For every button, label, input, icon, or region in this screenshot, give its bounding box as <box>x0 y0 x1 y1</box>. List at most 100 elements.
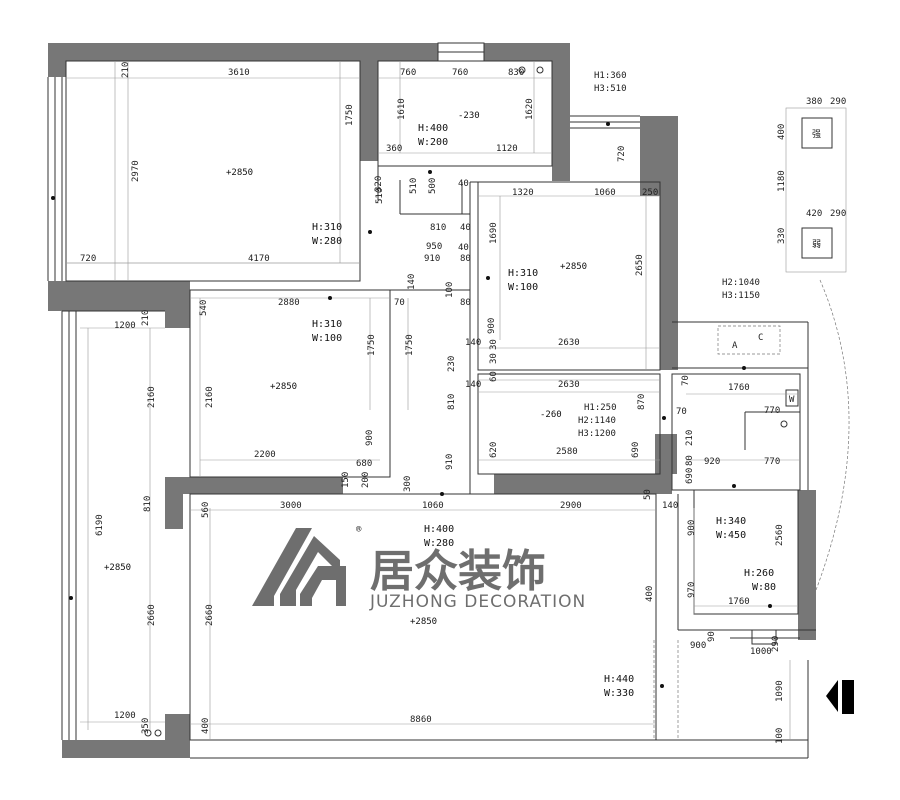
wall-top-left <box>48 43 438 61</box>
opening-height: H:310 <box>508 268 538 279</box>
dimension: 100 <box>445 282 455 298</box>
room-second-bedroom <box>477 181 661 371</box>
dimension: 620 <box>489 442 499 458</box>
room-master-bedroom <box>65 60 361 282</box>
dimension: 290 <box>830 97 846 107</box>
wall-right-stripe <box>660 196 678 370</box>
dimension: 2660 <box>147 604 157 626</box>
dimension: 1120 <box>496 144 518 154</box>
wall-right-upper <box>552 61 570 181</box>
dimension: 40 <box>458 243 469 253</box>
dimension: 1000 <box>750 647 772 657</box>
opening-height: H2:1140 <box>578 416 616 426</box>
legend-box-weak <box>801 227 833 259</box>
opening-height: H1:360 <box>594 71 627 81</box>
mark-w: W <box>789 395 795 405</box>
dimension: 720 <box>617 146 627 162</box>
opening-labels: H:310 W:280 H:400 W:200 H:310 W:100 H:31… <box>312 71 776 699</box>
mark-strong: 强 <box>812 129 821 140</box>
dimension: 200 <box>361 472 371 488</box>
dimension: 1760 <box>728 597 750 607</box>
dimension: 80 <box>685 455 695 466</box>
dimension-numbers: 3610 210 760 760 830 1750 1610 1620 2970… <box>80 62 846 744</box>
legend-box-strong <box>801 117 833 149</box>
dimension: 1200 <box>114 711 136 721</box>
dimension: 810 <box>430 223 446 233</box>
dimension: 210 <box>121 62 131 78</box>
level-label: +2850 <box>270 382 297 392</box>
opening-height: H:260 <box>744 568 774 579</box>
dimension: 1180 <box>777 170 787 192</box>
ac-unit <box>717 325 781 355</box>
dimension: 910 <box>424 254 440 264</box>
dimension: 230 <box>447 356 457 372</box>
dimension: 40 <box>458 179 469 189</box>
dimension: 360 <box>386 144 402 154</box>
dimension: 6190 <box>95 514 105 536</box>
dimension: 400 <box>777 124 787 140</box>
dimension: 900 <box>487 318 497 334</box>
dimension: 2900 <box>560 501 582 511</box>
logo-house-icon <box>252 528 346 606</box>
dimension: 760 <box>452 68 468 78</box>
dimension: 150 <box>341 472 351 488</box>
dimension: 1750 <box>345 104 355 126</box>
dimension: 350 <box>141 718 151 734</box>
dimension: 810 <box>143 496 153 512</box>
dimension: 70 <box>676 407 687 417</box>
dimension: 50 <box>643 489 653 500</box>
dimension: 3610 <box>228 68 250 78</box>
dimension: 1200 <box>114 321 136 331</box>
dimension: 1760 <box>728 383 750 393</box>
outlines <box>47 42 850 759</box>
dimension: 1750 <box>405 334 415 356</box>
dimension: 210 <box>685 430 695 446</box>
dimension: 4170 <box>248 254 270 264</box>
walls <box>48 43 816 758</box>
dimension: 920 <box>704 457 720 467</box>
mark-c: C <box>758 333 763 343</box>
dimension: 60 <box>489 371 499 382</box>
opening-width: W:280 <box>424 538 454 549</box>
dimension: 30 <box>489 339 499 350</box>
dimension: 770 <box>764 457 780 467</box>
opening-height: H:310 <box>312 222 342 233</box>
dimension: 950 <box>426 242 442 252</box>
registered-mark: ® <box>356 525 362 535</box>
dimension: 970 <box>687 582 697 598</box>
mark-weak: 弱 <box>812 239 821 250</box>
legend-marks: A C 强 弱 W <box>732 129 821 405</box>
wall-bottom-left <box>62 740 190 758</box>
dimension: 140 <box>407 274 417 290</box>
opening-height: H:400 <box>424 524 454 535</box>
section-marker <box>826 680 854 714</box>
dimension: 2880 <box>278 298 300 308</box>
dimension: 690 <box>685 468 695 484</box>
dimension: 290 <box>830 209 846 219</box>
dimension: 2660 <box>205 604 215 626</box>
dimension: 1750 <box>367 334 377 356</box>
dimension: 1060 <box>422 501 444 511</box>
wall-mid-bottom-right <box>494 474 672 494</box>
opening-height: H:310 <box>312 319 342 330</box>
dimension: 210 <box>141 310 151 326</box>
dimension: 140 <box>465 380 481 390</box>
dimension: 40 <box>460 223 471 233</box>
dimension: 1060 <box>594 188 616 198</box>
dimension: 2630 <box>558 380 580 390</box>
dimension: 140 <box>662 501 678 511</box>
dimension: 500 <box>428 178 438 194</box>
opening-width: W:200 <box>418 137 448 148</box>
section-bar <box>842 680 854 714</box>
dimension: 290 <box>771 636 781 652</box>
wall-right-lower <box>798 490 816 640</box>
opening-height: H:440 <box>604 674 634 685</box>
dimension: 420 <box>806 209 822 219</box>
wall-balcony-right <box>640 116 678 196</box>
level-label: +2850 <box>560 262 587 272</box>
opening-width: W:80 <box>752 582 776 593</box>
dimension: 1610 <box>397 98 407 120</box>
dimension: 2580 <box>556 447 578 457</box>
dimension: 80 <box>460 254 471 264</box>
